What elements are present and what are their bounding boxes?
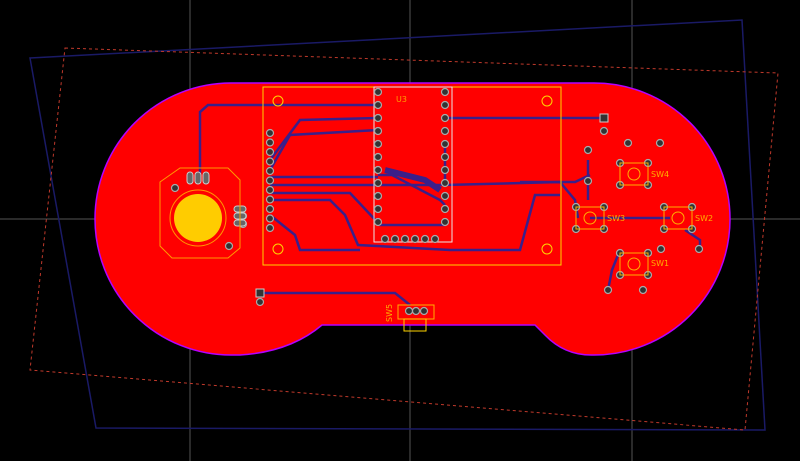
- pad: [373, 100, 383, 110]
- pad: [638, 285, 648, 295]
- pad: [255, 297, 265, 307]
- pad: [655, 138, 665, 148]
- pad: [373, 113, 383, 123]
- pad: [373, 139, 383, 149]
- pad: [583, 176, 593, 186]
- sw3-label[interactable]: SW3: [607, 214, 625, 223]
- pad: [440, 126, 450, 136]
- pad: [440, 217, 450, 227]
- pad: [265, 223, 275, 233]
- pad: [373, 178, 383, 188]
- pad: [265, 204, 275, 214]
- pad: [265, 195, 275, 204]
- sw1-label[interactable]: SW1: [651, 259, 669, 268]
- pad: [265, 128, 275, 138]
- buttons: [397, 162, 693, 332]
- pad: [265, 214, 275, 223]
- pad: [265, 157, 275, 166]
- pad: [373, 191, 383, 201]
- sw2-label[interactable]: SW2: [695, 214, 713, 223]
- pad: [603, 285, 613, 295]
- pad: [440, 100, 450, 110]
- pad: [373, 217, 383, 227]
- pad: [420, 234, 430, 244]
- board-outline[interactable]: [94, 82, 731, 356]
- pad: [390, 234, 400, 244]
- u3-label: U3: [396, 95, 407, 104]
- pad: [373, 152, 383, 162]
- bounding-outline-blue: [29, 19, 766, 431]
- pad: [373, 204, 383, 214]
- pad: [373, 126, 383, 136]
- pad: [440, 139, 450, 149]
- pad: [583, 145, 593, 155]
- pad: [440, 165, 450, 175]
- pad: [400, 234, 410, 244]
- pad: [224, 241, 234, 251]
- pad: [440, 191, 450, 201]
- pad: [373, 165, 383, 175]
- pad: [430, 234, 440, 244]
- pad: [440, 152, 450, 162]
- pad: [373, 87, 383, 97]
- pad: [265, 185, 275, 195]
- pad: [411, 306, 421, 316]
- pad: [265, 166, 275, 176]
- pad: [440, 178, 450, 188]
- sw4-label[interactable]: SW4: [651, 170, 669, 179]
- pad: [419, 306, 429, 316]
- pad: [694, 244, 704, 254]
- joystick[interactable]: [159, 167, 241, 259]
- pad: [440, 113, 450, 123]
- pad: [404, 306, 414, 316]
- pad: [265, 176, 275, 185]
- pad: [656, 244, 666, 254]
- sw5-label[interactable]: SW5: [385, 304, 394, 322]
- pad: [623, 138, 633, 148]
- pad: [170, 183, 180, 193]
- pad: [599, 126, 609, 136]
- pad: [265, 138, 275, 147]
- square-pad: [255, 288, 265, 298]
- bounding-outline-dashed: [29, 47, 779, 431]
- joystick-pad: [202, 171, 210, 185]
- pad: [380, 234, 390, 244]
- square-pad: [599, 113, 609, 123]
- pad: [410, 234, 420, 244]
- joystick-pad: [186, 171, 194, 185]
- traces: [198, 103, 702, 306]
- pad: [440, 87, 450, 97]
- pad: [440, 204, 450, 214]
- joystick-pad: [194, 171, 202, 185]
- pad: [265, 147, 275, 157]
